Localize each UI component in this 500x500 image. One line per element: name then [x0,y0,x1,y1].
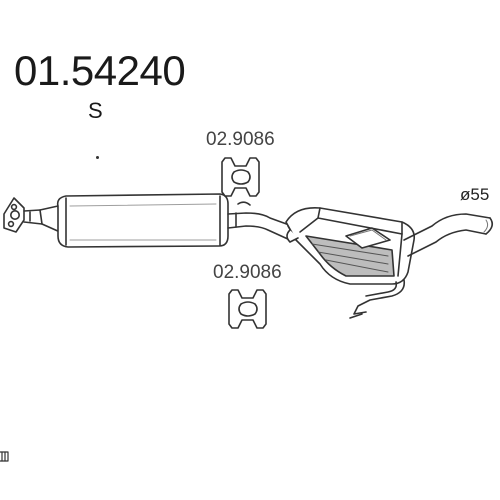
hanger-icon [221,157,260,197]
muffler-icon [285,206,416,285]
hanger-bottom-label: 02.9086 [213,262,282,283]
hanger-top-label: 02.9086 [206,129,275,150]
intermediate-pipe [227,201,293,241]
part-number: 01.54240 [14,47,186,94]
tailpipe-icon [403,213,494,257]
corner-mark [0,451,9,462]
bracket-icon [349,279,406,319]
hanger-icon [228,289,267,329]
tailpipe-diameter-label: ø55 [460,185,490,204]
inlet-pipe [23,205,61,233]
part-suffix: S [88,98,103,123]
dot-mark [96,156,99,159]
front-resonator [56,193,229,248]
flange-icon [3,197,25,233]
